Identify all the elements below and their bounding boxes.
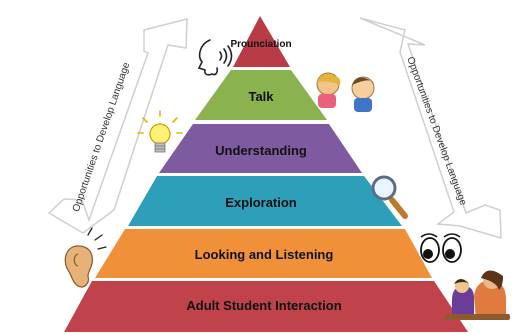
pyramid-level-5: [95, 229, 432, 278]
pyramid-level-3: [159, 124, 362, 173]
level-label-3: Understanding: [215, 143, 307, 158]
pyramid-level-6: [64, 281, 468, 332]
level-label-1: Prounciation: [230, 39, 291, 50]
right-arrow-shape: [359, 17, 502, 240]
two-children-talking-icon: [316, 72, 375, 112]
pyramid-level-1: [233, 16, 290, 67]
right-arrow-label: Opportunities to Develop Language: [404, 55, 468, 207]
level-label-6: Adult Student Interaction: [186, 298, 341, 313]
level-label-5: Looking and Listening: [195, 247, 334, 262]
light-bulb-icon: [137, 110, 183, 153]
left-arrow-shape: [47, 18, 188, 234]
ear-icon: [64, 227, 107, 288]
level-label-4: Exploration: [225, 195, 297, 210]
eyes-icon: [420, 233, 462, 263]
level-label-2: Talk: [248, 89, 274, 104]
magnifying-glass-icon: [371, 175, 408, 219]
pyramid-level-4: [128, 176, 402, 226]
speaking-head-icon: [197, 39, 233, 76]
pyramid: Prounciation Talk Understanding Explorat…: [64, 16, 468, 332]
pyramid-level-2: [195, 70, 327, 120]
adult-and-child-icon: [445, 270, 510, 320]
